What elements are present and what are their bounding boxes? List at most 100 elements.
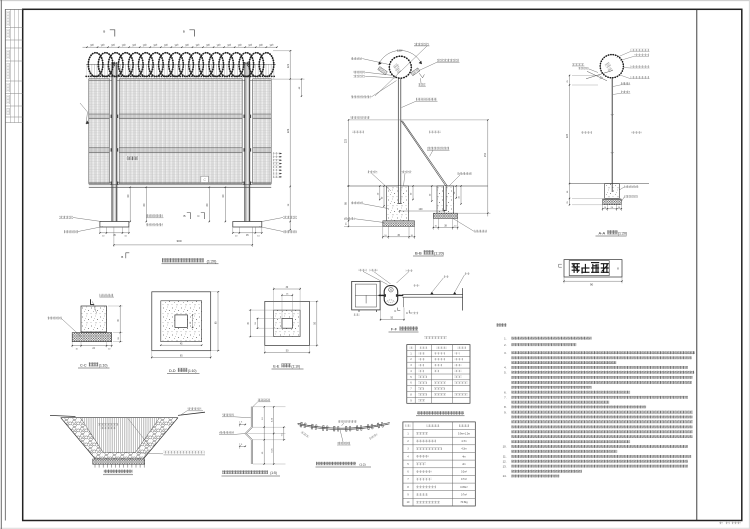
svg-text:10: 10 — [118, 337, 120, 340]
svg-text:200: 200 — [132, 44, 137, 47]
svg-text:14.: 14. — [503, 474, 507, 478]
svg-text:200: 200 — [90, 44, 95, 47]
svg-text:200: 200 — [196, 44, 201, 47]
svg-text:9.: 9. — [504, 410, 507, 414]
svg-text:2: 2 — [407, 440, 409, 443]
svg-text:223: 223 — [345, 138, 348, 143]
svg-text:100: 100 — [419, 208, 424, 211]
svg-text:(1:10): (1:10) — [291, 364, 300, 368]
svg-text:B: B — [183, 214, 185, 218]
svg-text:10: 10 — [618, 207, 621, 209]
svg-text:4.2m: 4.2m — [461, 448, 466, 451]
svg-text:45: 45 — [246, 234, 249, 237]
svg-text:50: 50 — [286, 350, 289, 353]
svg-text:3: 3 — [407, 448, 409, 451]
svg-text:223: 223 — [286, 128, 290, 133]
svg-text:D-D: D-D — [169, 369, 176, 373]
svg-text:(1:10): (1:10) — [99, 363, 108, 367]
svg-text:10: 10 — [262, 417, 264, 420]
svg-text:5: 5 — [407, 463, 409, 466]
svg-text:5: 5 — [241, 421, 243, 423]
svg-text:200: 200 — [111, 44, 116, 47]
svg-text:24: 24 — [611, 207, 614, 209]
svg-text:0.7m³: 0.7m³ — [461, 494, 467, 497]
svg-text:10: 10 — [604, 207, 607, 209]
svg-text:3.: 3. — [504, 351, 507, 355]
svg-text:10: 10 — [124, 236, 127, 238]
svg-text:45: 45 — [397, 235, 400, 237]
svg-text:16: 16 — [255, 321, 257, 324]
svg-text:4.: 4. — [504, 366, 507, 370]
svg-text:223: 223 — [566, 133, 569, 138]
svg-text:200: 200 — [122, 44, 127, 47]
svg-text:10: 10 — [262, 451, 264, 454]
svg-text:121: 121 — [287, 63, 290, 68]
svg-text:30: 30 — [248, 321, 250, 324]
svg-text:10: 10 — [454, 226, 457, 228]
svg-text:4: 4 — [410, 371, 412, 373]
svg-text:24: 24 — [92, 348, 95, 350]
svg-text:F-F: F-F — [391, 327, 398, 332]
svg-text:(1:20): (1:20) — [618, 231, 627, 235]
svg-text:50: 50 — [390, 317, 393, 320]
svg-text:6.25: 6.25 — [271, 448, 273, 453]
svg-text:20: 20 — [454, 191, 456, 194]
svg-text:8.: 8. — [504, 405, 507, 409]
svg-text:60: 60 — [222, 194, 225, 197]
svg-text:(1:20): (1:20) — [434, 251, 445, 255]
svg-text:90: 90 — [590, 282, 594, 286]
svg-text:10: 10 — [257, 236, 260, 238]
svg-text:30: 30 — [567, 190, 569, 193]
svg-text:30: 30 — [118, 319, 120, 322]
svg-text:10: 10 — [435, 226, 438, 228]
svg-text:200: 200 — [185, 44, 190, 47]
svg-text:48: 48 — [299, 86, 301, 89]
svg-text:200: 200 — [206, 44, 211, 47]
svg-text:200: 200 — [174, 44, 179, 47]
svg-text:16: 16 — [286, 294, 289, 296]
svg-text:6.: 6. — [504, 390, 507, 394]
svg-text:40: 40 — [378, 192, 380, 195]
svg-text:10: 10 — [108, 348, 111, 350]
svg-text:C: C — [406, 311, 408, 315]
svg-text:200: 200 — [153, 44, 158, 47]
svg-text:5: 5 — [410, 377, 412, 379]
svg-text:0.2m³: 0.2m³ — [461, 471, 467, 474]
svg-text:10: 10 — [102, 236, 105, 238]
svg-text:200: 200 — [217, 44, 222, 47]
svg-text:11.: 11. — [503, 455, 507, 459]
svg-text:7: 7 — [410, 389, 412, 391]
svg-text:2: 2 — [410, 359, 412, 361]
svg-text:60: 60 — [127, 194, 130, 197]
svg-text:C-C: C-C — [80, 363, 87, 367]
svg-text:65: 65 — [215, 321, 218, 324]
svg-text:88: 88 — [345, 202, 348, 205]
svg-text:6: 6 — [410, 383, 412, 385]
svg-text:12: 12 — [190, 321, 192, 324]
svg-text:4m: 4m — [462, 455, 465, 458]
svg-text:B: B — [183, 30, 185, 34]
svg-text:25: 25 — [567, 80, 569, 83]
svg-text:C: C — [394, 309, 396, 313]
svg-text:7: 7 — [407, 478, 409, 481]
svg-text:30: 30 — [430, 193, 432, 196]
svg-text:50: 50 — [411, 192, 413, 195]
svg-text:6: 6 — [407, 471, 409, 474]
svg-text:6.25: 6.25 — [271, 417, 273, 422]
svg-text:9: 9 — [410, 400, 412, 402]
svg-text:10: 10 — [411, 235, 414, 237]
svg-text:B: B — [121, 255, 123, 259]
svg-text:65: 65 — [180, 355, 183, 358]
svg-text:8: 8 — [410, 394, 412, 396]
svg-text:10: 10 — [235, 236, 238, 238]
svg-text:120°: 120° — [397, 48, 403, 52]
svg-text:10.: 10. — [503, 445, 507, 449]
svg-text:(1:20): (1:20) — [207, 259, 217, 263]
svg-text:10: 10 — [407, 501, 410, 504]
svg-text:200: 200 — [143, 44, 148, 47]
svg-text:3: 3 — [410, 365, 412, 367]
svg-text:(1:10): (1:10) — [188, 369, 197, 373]
svg-text:8: 8 — [407, 486, 409, 489]
svg-text:150: 150 — [484, 152, 487, 157]
svg-text:(1:5): (1:5) — [270, 471, 277, 475]
